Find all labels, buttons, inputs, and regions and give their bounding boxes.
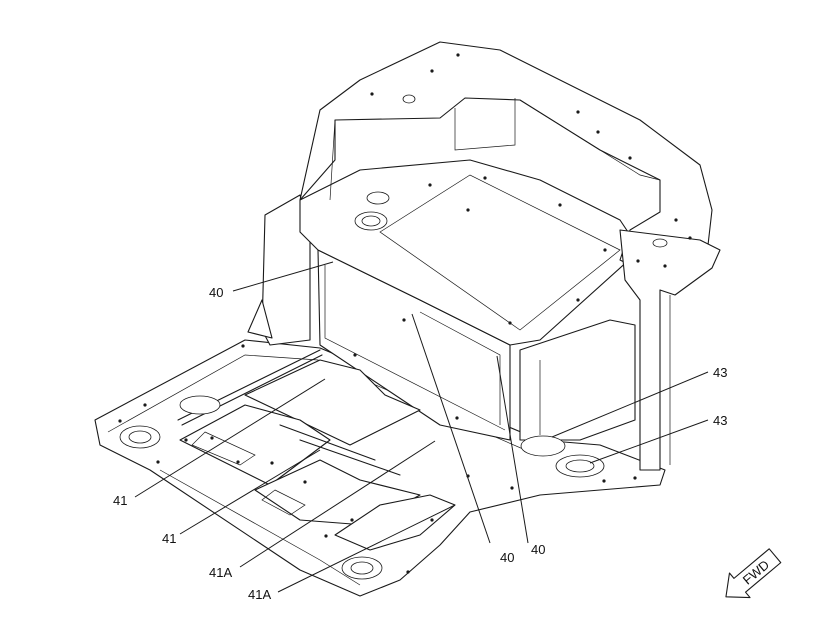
right-end [619,229,721,471]
callout-label-40: 40 [531,542,545,557]
top-deck [299,159,641,346]
floor-plate-41-b [179,404,331,486]
callout-label-41: 41 [162,531,176,546]
floor-plate-41-a [244,359,421,446]
upper-shroud [299,41,713,281]
callout-label-40: 40 [209,285,223,300]
callout-label-40: 40 [500,550,514,565]
callout-label-43: 43 [713,413,727,428]
leader-lines [134,261,709,593]
bolt-holes [118,53,692,574]
right-lower-box [519,319,636,441]
callout-label-41: 41 [113,493,127,508]
callout-label-43: 43 [713,365,727,380]
callout-label-41A: 41A [209,565,232,580]
callout-label-41A: 41A [248,587,271,602]
fwd-arrow-icon: FWD [725,548,782,599]
